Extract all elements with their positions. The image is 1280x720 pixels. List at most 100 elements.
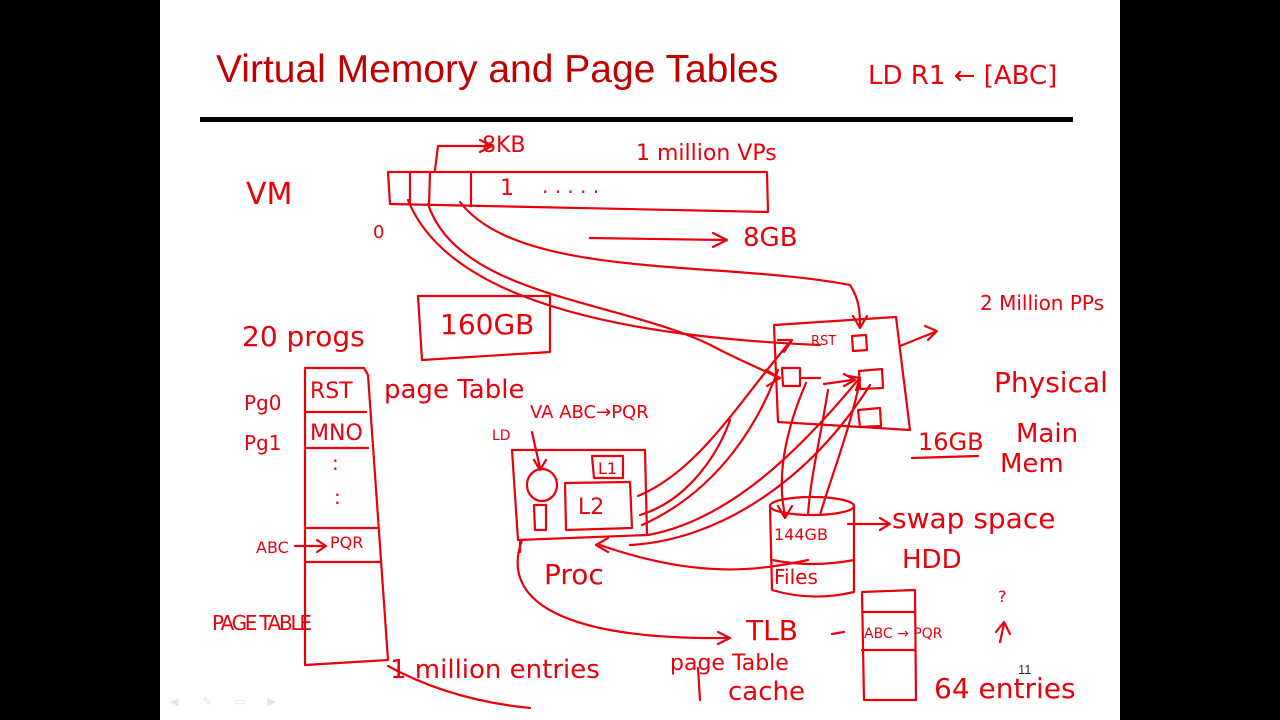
slide-controls: ◀ ✎ ▭ ▶	[170, 692, 295, 710]
frame-box	[780, 366, 802, 388]
vm-mapping-arrow-head	[764, 368, 782, 388]
tlb-entry: ABC → PQR	[864, 626, 943, 642]
proc-memory-link-head	[776, 338, 794, 354]
page-size-arrow	[433, 144, 492, 172]
tlb-arrow	[830, 630, 846, 636]
register-circle	[525, 467, 559, 503]
frame-label: RST	[811, 334, 836, 349]
swap-space-label: swap space	[892, 502, 1055, 535]
proc-memory-link	[638, 418, 732, 517]
proc-memory-link	[646, 378, 860, 537]
hdd-label: HDD	[902, 545, 962, 575]
frame-box	[856, 406, 883, 429]
physical-size-label: 16GB	[918, 428, 984, 456]
page-table-entry: MNO	[310, 421, 363, 446]
swap-size-label: 144GB	[774, 525, 828, 544]
page-table-entry: RST	[310, 379, 353, 404]
tlb-description: page Table	[670, 651, 789, 676]
handwritten-annotations: LD R1 ← [ABC] VM 0 8KB 1 . . . . . 1 mil…	[212, 61, 1108, 710]
page-table-vdots: :	[334, 485, 341, 509]
count-up-arrow-head	[994, 620, 1012, 636]
frame-box	[857, 367, 885, 391]
proc-memory-link-head	[846, 374, 862, 392]
lookup-value: PQR	[330, 533, 363, 552]
l2-label: L2	[578, 495, 604, 520]
tlb-entries-count: 64 entries	[934, 672, 1076, 705]
physical-link	[822, 378, 854, 386]
slide: Virtual Memory and Page Tables	[160, 0, 1120, 720]
page-table-column	[303, 366, 390, 667]
vm-zero: 0	[373, 222, 384, 243]
physical-memory-box	[772, 315, 912, 432]
ld-label: LD	[492, 428, 511, 444]
physical-pages-arrow-head	[923, 324, 939, 342]
proc-memory-link	[628, 383, 872, 547]
physical-pages-label: 2 Million PPs	[980, 291, 1104, 315]
tlb-description: cache	[728, 677, 805, 707]
page-size-label: 8KB	[482, 133, 526, 158]
lookup-arrow-head	[315, 538, 328, 554]
next-slide-icon[interactable]: ▶	[267, 696, 276, 708]
vm-size-label: 8GB	[743, 223, 798, 253]
physical-label: Physical	[994, 366, 1108, 399]
vm-dots: . . . . .	[542, 174, 599, 198]
count-up-arrow	[998, 622, 1006, 644]
total-size-box	[416, 294, 552, 362]
ld-arrow	[530, 430, 542, 470]
page-table-row-label: Pg0	[244, 391, 281, 415]
vm-mapping-arrow	[458, 200, 862, 328]
memory-swap-link	[780, 381, 808, 517]
cache-brace	[696, 666, 702, 702]
memory-swap-link-head	[776, 504, 794, 520]
title-divider	[200, 117, 1073, 122]
size-underline	[910, 454, 980, 460]
instruction-text: LD R1 ← [ABC]	[868, 61, 1057, 91]
page-size-arrow-head	[478, 138, 494, 154]
swap-cylinder-body	[768, 504, 856, 598]
l1-label: L1	[598, 459, 617, 478]
vm-mapping-arrow	[406, 198, 822, 347]
previous-slide-icon[interactable]: ◀	[170, 696, 179, 708]
files-label: Files	[774, 565, 818, 589]
physical-pages-arrow	[898, 330, 937, 348]
virtual-pages-label: 1 million VPs	[636, 141, 777, 166]
entries-brace	[386, 664, 532, 710]
swap-return-link	[598, 543, 810, 571]
vm-strip	[386, 170, 770, 214]
pen-icon[interactable]: ✎	[202, 696, 212, 708]
mem-label: Mem	[1000, 449, 1064, 479]
processor-tlb-link	[516, 538, 730, 640]
page-table-title: page Table	[384, 375, 524, 405]
vm-size-arrow	[588, 236, 727, 242]
program-count: 20 progs	[242, 320, 365, 353]
memory-swap-link	[806, 388, 830, 517]
proc-memory-link	[640, 368, 780, 527]
swap-cylinder-band	[770, 558, 856, 566]
tlb-mini-box	[532, 503, 548, 532]
tlb-table	[860, 588, 918, 702]
processor-label: Proc	[544, 558, 604, 591]
vm-page-divider	[427, 170, 432, 208]
frame-box	[850, 333, 869, 353]
page-table-row-label: Pg1	[244, 431, 281, 455]
tlb-name: TLB	[745, 614, 798, 647]
l1-cache-box	[590, 454, 625, 480]
page-number: 11	[1018, 662, 1032, 677]
processor-tlb-link-head	[716, 630, 732, 646]
translation-label: VA ABC→PQR	[530, 402, 649, 423]
page-table-vdots: :	[332, 451, 339, 475]
vm-label: VM	[246, 177, 292, 212]
first-page-label: 1	[500, 176, 514, 201]
swap-arrow-head	[878, 516, 892, 532]
slide-menu-icon[interactable]: ▭	[234, 696, 246, 708]
slide-title: Virtual Memory and Page Tables	[216, 48, 779, 91]
total-size-label: 160GB	[440, 308, 534, 341]
ld-arrow-head	[532, 458, 548, 472]
page-table-side-label: PAGE TABLE	[212, 611, 312, 635]
vm-size-arrow-head	[711, 231, 729, 249]
swap-return-link-head	[594, 536, 610, 554]
tlb-question-mark: ?	[998, 587, 1007, 606]
proc-memory-link	[636, 340, 792, 498]
lookup-key: ABC	[256, 538, 289, 557]
main-label: Main	[1016, 419, 1078, 449]
